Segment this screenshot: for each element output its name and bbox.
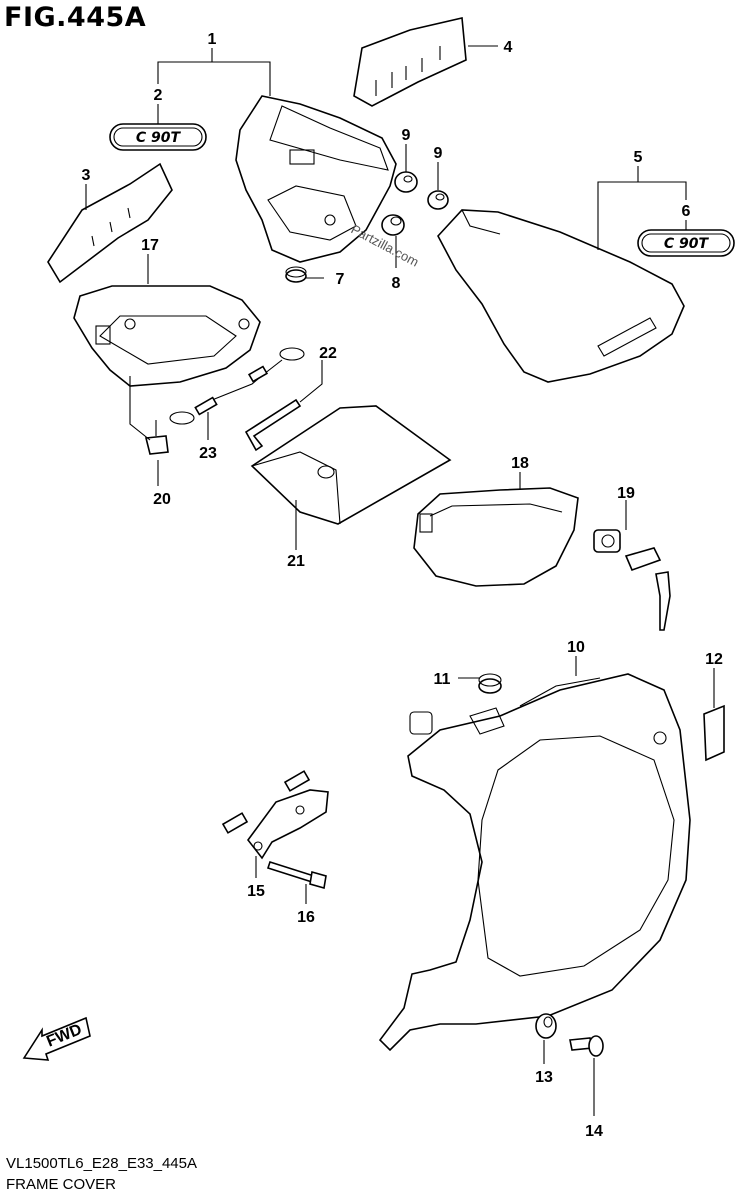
callout-11: 11 [434, 671, 451, 688]
callout-15: 15 [247, 883, 265, 900]
callout-16: 16 [297, 909, 315, 926]
callout-21: 21 [287, 553, 305, 570]
callout-17: 17 [141, 237, 159, 254]
part-11-grommet[interactable] [478, 673, 502, 694]
callout-6: 6 [682, 203, 691, 220]
badge-2-text: C 90T [136, 130, 182, 146]
part-5-frame-cover-right[interactable] [437, 209, 685, 383]
forward-direction-arrow: FWD [22, 1016, 91, 1061]
part-2-emblem-badge[interactable]: C 90T [109, 123, 207, 151]
section-name: FRAME COVER [6, 1176, 117, 1193]
callout-12: 12 [705, 651, 723, 668]
part-18-tool-case[interactable] [413, 487, 579, 587]
callout-22: 22 [319, 345, 337, 362]
part-19-lock-set[interactable] [593, 529, 671, 631]
badge-6-text: C 90T [664, 236, 710, 252]
callout-19: 19 [617, 485, 635, 502]
part-12-label-plate[interactable] [703, 704, 725, 762]
part-8-grommet[interactable] [381, 214, 405, 236]
figure-title: FIG.445A [4, 2, 147, 33]
part-23-helmet-wire[interactable] [169, 347, 305, 425]
part-20-screw[interactable] [144, 420, 169, 455]
callout-18: 18 [511, 455, 529, 472]
part-21-tool-bag[interactable] [250, 405, 452, 525]
part-9b-grommet[interactable] [427, 190, 449, 210]
callout-14: 14 [585, 1123, 603, 1140]
callout-9a: 9 [402, 127, 411, 144]
callout-1: 1 [208, 31, 217, 48]
callout-7: 7 [336, 271, 345, 288]
callout-4: 4 [504, 39, 513, 56]
callout-20: 20 [153, 491, 171, 508]
part-16-bolt[interactable] [266, 860, 327, 890]
callout-5: 5 [634, 149, 643, 166]
part-14-bolt[interactable] [569, 1035, 604, 1057]
part-4-shield-plate[interactable] [353, 17, 467, 107]
part-15-bracket[interactable] [221, 770, 329, 860]
callout-9b: 9 [434, 145, 443, 162]
part-9a-grommet[interactable] [394, 171, 418, 193]
callout-3: 3 [82, 167, 91, 184]
part-6-emblem-badge[interactable]: C 90T [637, 229, 735, 257]
model-code: VL1500TL6_E28_E33_445A [6, 1155, 198, 1172]
callout-23: 23 [199, 445, 217, 462]
part-1-frame-cover-left[interactable] [235, 95, 397, 263]
callout-10: 10 [567, 639, 585, 656]
leader-lines [85, 45, 715, 1116]
callout-2: 2 [154, 87, 163, 104]
part-7-grommet[interactable] [285, 266, 307, 283]
callout-labels: 1 2 3 4 5 6 7 8 9 9 10 11 12 13 14 15 16… [82, 31, 723, 1140]
part-13-grommet[interactable] [535, 1013, 557, 1039]
part-22-hex-wrench[interactable] [244, 398, 302, 452]
part-17-tool-holder[interactable] [73, 285, 261, 387]
part-3-shield-plate[interactable] [47, 162, 173, 284]
callout-13: 13 [535, 1069, 553, 1086]
callout-8: 8 [392, 275, 401, 292]
part-10-side-cover[interactable] [378, 673, 691, 1052]
